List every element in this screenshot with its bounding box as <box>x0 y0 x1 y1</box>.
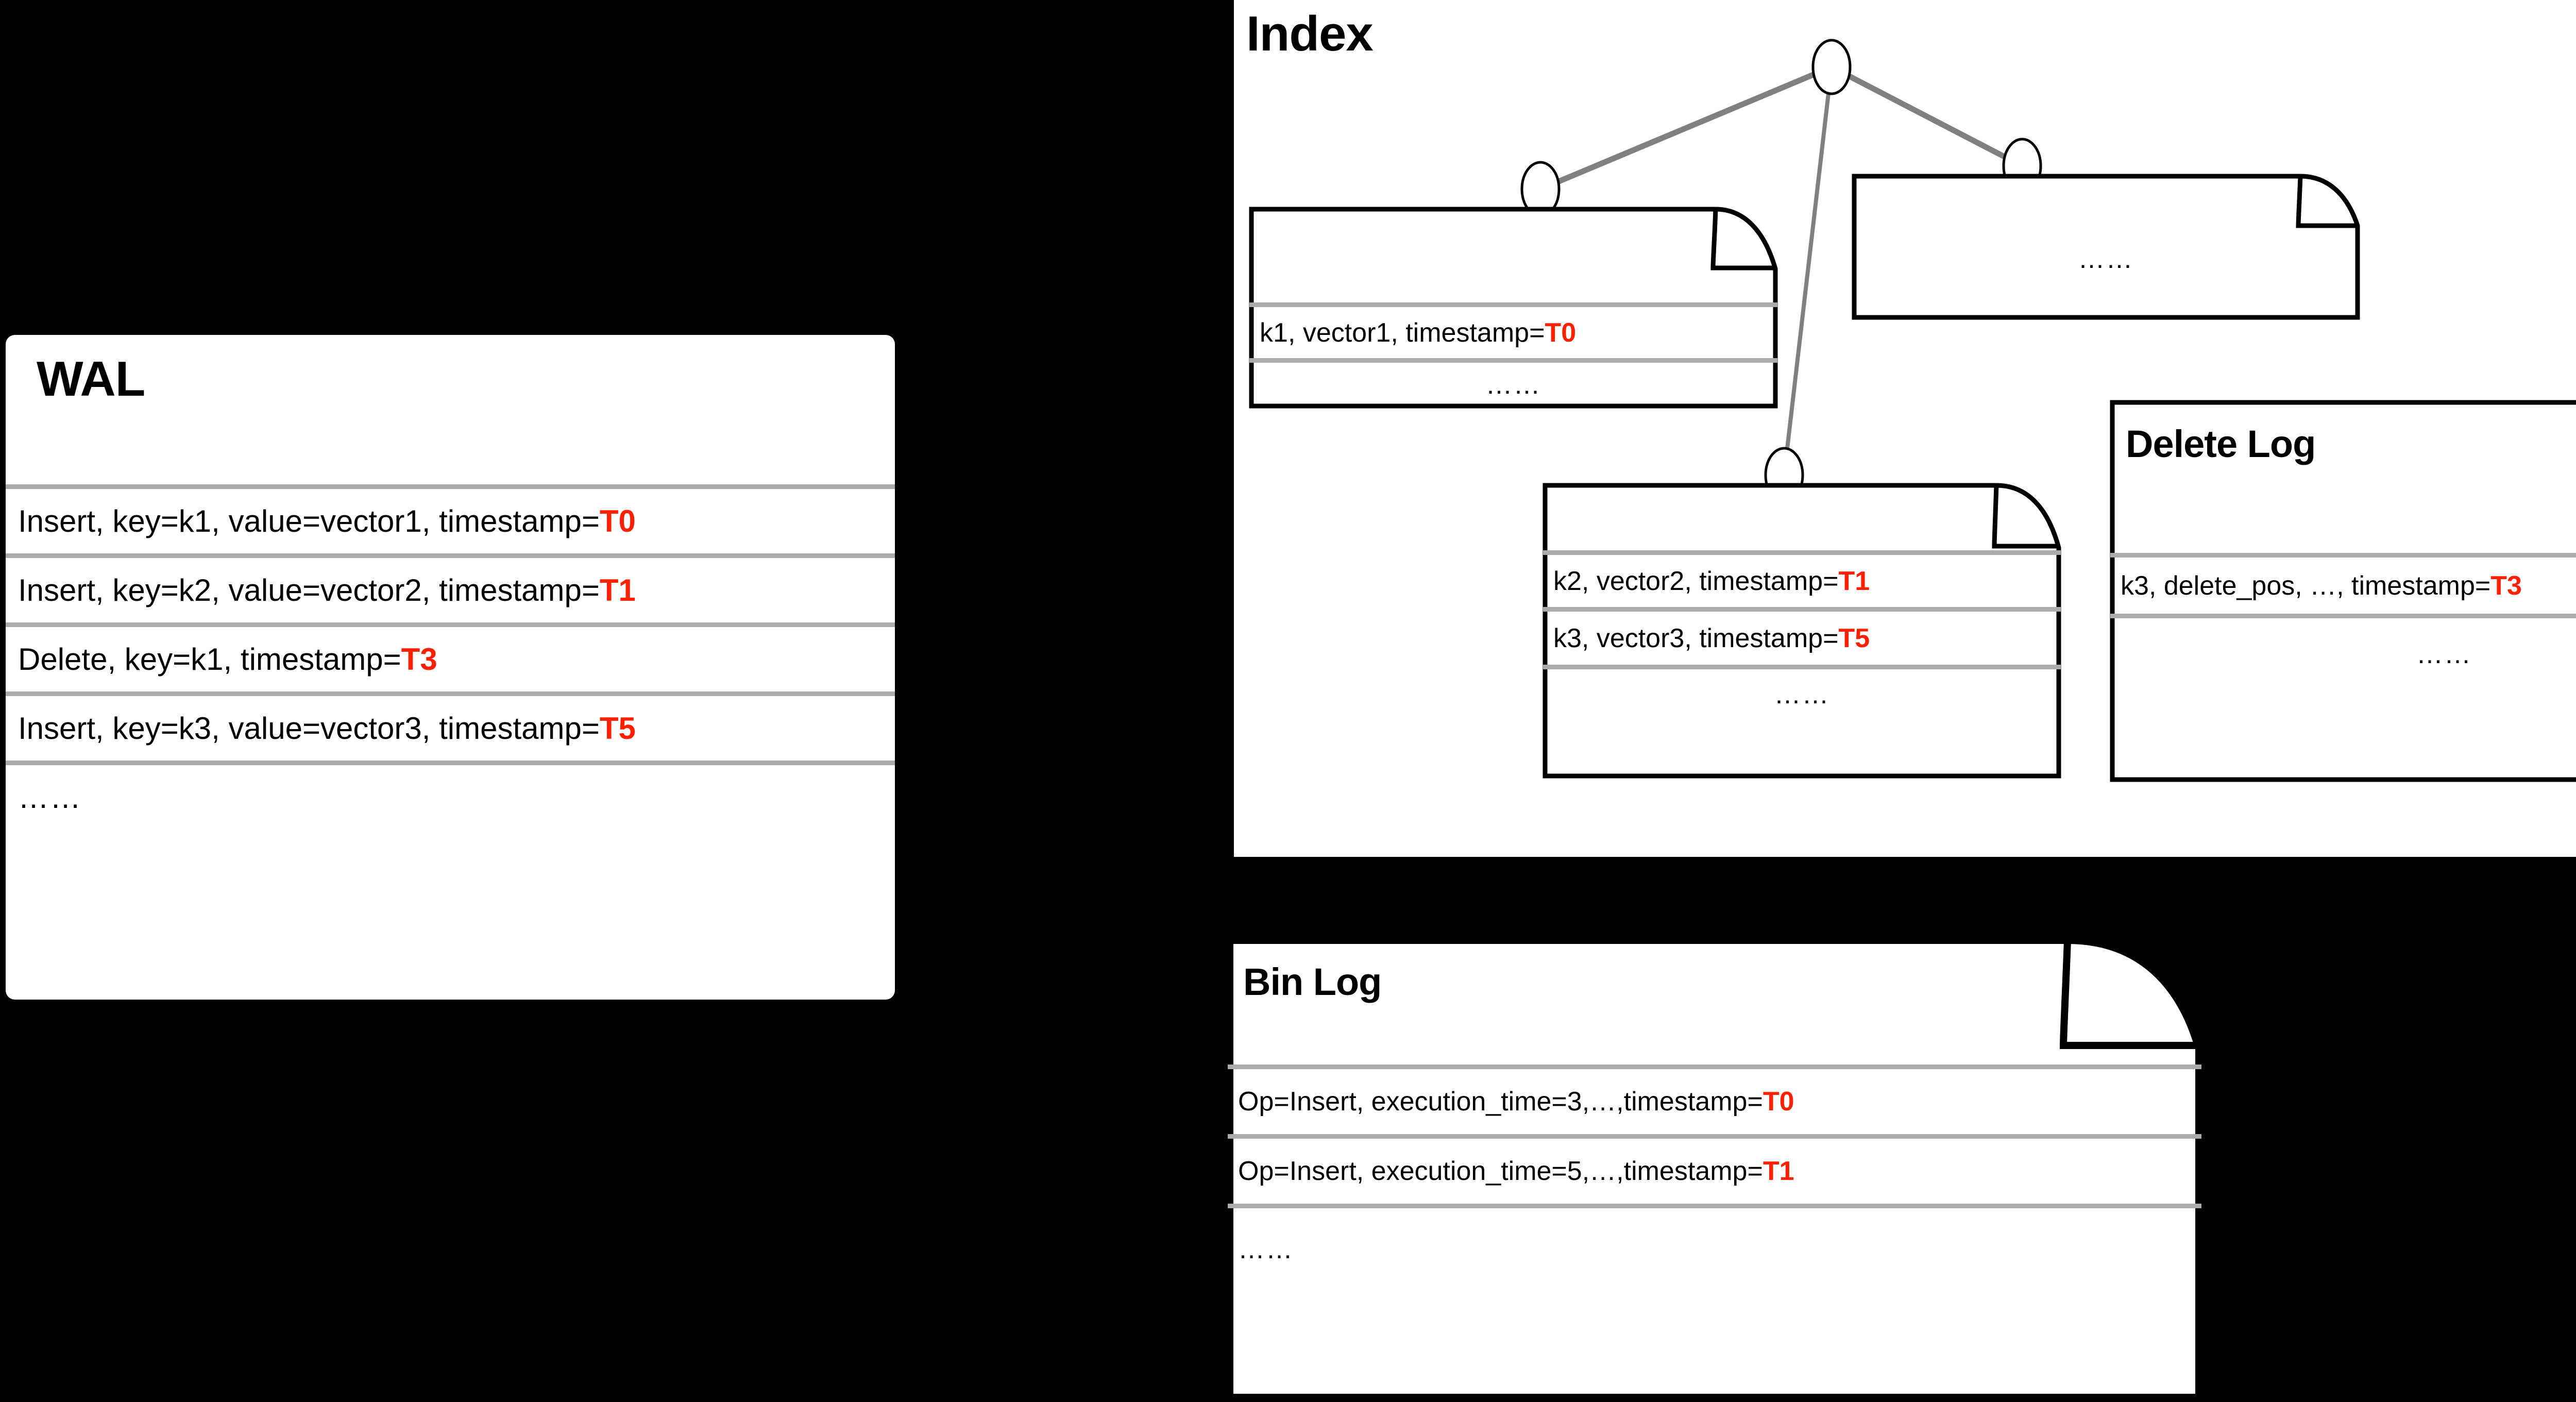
bin-log-row: Op=Insert, execution_time=3,…,timestamp=… <box>1228 1065 2201 1134</box>
index-leaf-row-text: k1, vector1, timestamp=T0 <box>1260 317 1577 348</box>
index-leaf-row-text: …… <box>1774 679 1830 710</box>
wal-row-text: Insert, key=k3, value=vector3, timestamp… <box>18 711 636 746</box>
wal-row-ellipsis: …… <box>6 761 895 830</box>
wal-title: WAL <box>37 351 145 407</box>
bin-log-row-text: …… <box>1238 1235 1294 1264</box>
fold-corner-icon <box>2296 176 2358 228</box>
wal-row-timestamp: T3 <box>401 642 437 677</box>
bin-log-title: Bin Log <box>1243 960 1382 1003</box>
index-leaf-row-timestamp: T5 <box>1838 623 1870 653</box>
fold-corner-icon <box>2059 940 2199 1049</box>
doc-body <box>2110 400 2576 782</box>
index-leaf-row: k2, vector2, timestamp=T1 <box>1543 550 2061 607</box>
delete-log-row-text: …… <box>2416 639 2472 669</box>
index-leaf-row-ellipsis: …… <box>1543 665 2061 719</box>
index-panel: Index k1, vector1, timestamp=T0 …… <box>1234 0 2576 857</box>
root-node <box>1811 39 1852 95</box>
index-leaf-row-ellipsis: …… <box>1852 236 2360 282</box>
bin-log-row-text: Op=Insert, execution_time=5,…,timestamp=… <box>1238 1156 1794 1186</box>
delete-log-row-ellipsis: …… <box>2110 614 2576 779</box>
index-leaf-row: k1, vector1, timestamp=T0 <box>1249 302 1777 358</box>
bin-log-row-text: Op=Insert, execution_time=3,…,timestamp=… <box>1238 1087 1794 1117</box>
delete-log-row-timestamp: T3 <box>2490 570 2522 601</box>
index-leaf-row-text: …… <box>1485 369 1541 400</box>
bin-log-panel: Bin Log Op=Insert, execution_time=3,…,ti… <box>1226 937 2225 1401</box>
wal-row: Insert, key=k1, value=vector1, timestamp… <box>6 484 895 553</box>
delete-log-row: k3, delete_pos, …, timestamp=T3 <box>2110 553 2576 614</box>
edge-root-to-right <box>1830 64 2024 168</box>
wal-panel: WAL Insert, key=k1, value=vector1, times… <box>6 335 895 1000</box>
index-leaf-right: …… <box>1852 174 2360 320</box>
index-leaf-k1: k1, vector1, timestamp=T0 …… <box>1249 207 1778 409</box>
index-leaf-row-ellipsis: …… <box>1249 358 1777 407</box>
wal-row: Delete, key=k1, timestamp=T3 <box>6 622 895 691</box>
edge-root-to-bottom <box>1782 66 1834 476</box>
wal-row: Insert, key=k2, value=vector2, timestamp… <box>6 553 895 622</box>
bin-log-row-timestamp: T0 <box>1762 1087 1794 1117</box>
index-leaf-row-text: k2, vector2, timestamp=T1 <box>1553 566 1870 596</box>
wal-row-timestamp: T0 <box>599 504 636 538</box>
fold-corner-icon <box>1710 209 1775 271</box>
index-leaf-row: k3, vector3, timestamp=T5 <box>1543 607 2061 665</box>
wal-row-timestamp: T1 <box>599 573 636 607</box>
index-leaf-row-text: k3, vector3, timestamp=T5 <box>1553 623 1870 653</box>
index-leaf-row-timestamp: T1 <box>1838 566 1870 596</box>
delete-log-title: Delete Log <box>2126 423 2316 465</box>
edge-root-to-left <box>1539 64 1833 192</box>
index-title: Index <box>1246 6 1374 61</box>
bin-log-row-ellipsis: …… <box>1228 1204 2201 1394</box>
index-leaf-k2k3: k2, vector2, timestamp=T1 k3, vector3, t… <box>1543 483 2061 779</box>
wal-row: Insert, key=k3, value=vector3, timestamp… <box>6 691 895 761</box>
fold-corner-icon <box>1992 485 2059 549</box>
wal-row-text: Delete, key=k1, timestamp=T3 <box>18 642 437 677</box>
index-leaf-row-timestamp: T0 <box>1545 317 1577 348</box>
delete-log-row-text: k3, delete_pos, …, timestamp=T3 <box>2121 570 2522 601</box>
delete-log-panel: Delete Log k3, delete_pos, …, timestamp=… <box>2110 400 2576 782</box>
bin-log-row-timestamp: T1 <box>1762 1156 1794 1186</box>
index-leaf-row-text: …… <box>2078 244 2134 274</box>
wal-row-timestamp: T5 <box>599 711 636 746</box>
bin-log-row: Op=Insert, execution_time=5,…,timestamp=… <box>1228 1134 2201 1204</box>
wal-row-list: Insert, key=k1, value=vector1, timestamp… <box>6 484 895 830</box>
wal-row-text: Insert, key=k1, value=vector1, timestamp… <box>18 504 636 538</box>
wal-row-text: …… <box>18 780 82 815</box>
wal-row-text: Insert, key=k2, value=vector2, timestamp… <box>18 573 636 607</box>
